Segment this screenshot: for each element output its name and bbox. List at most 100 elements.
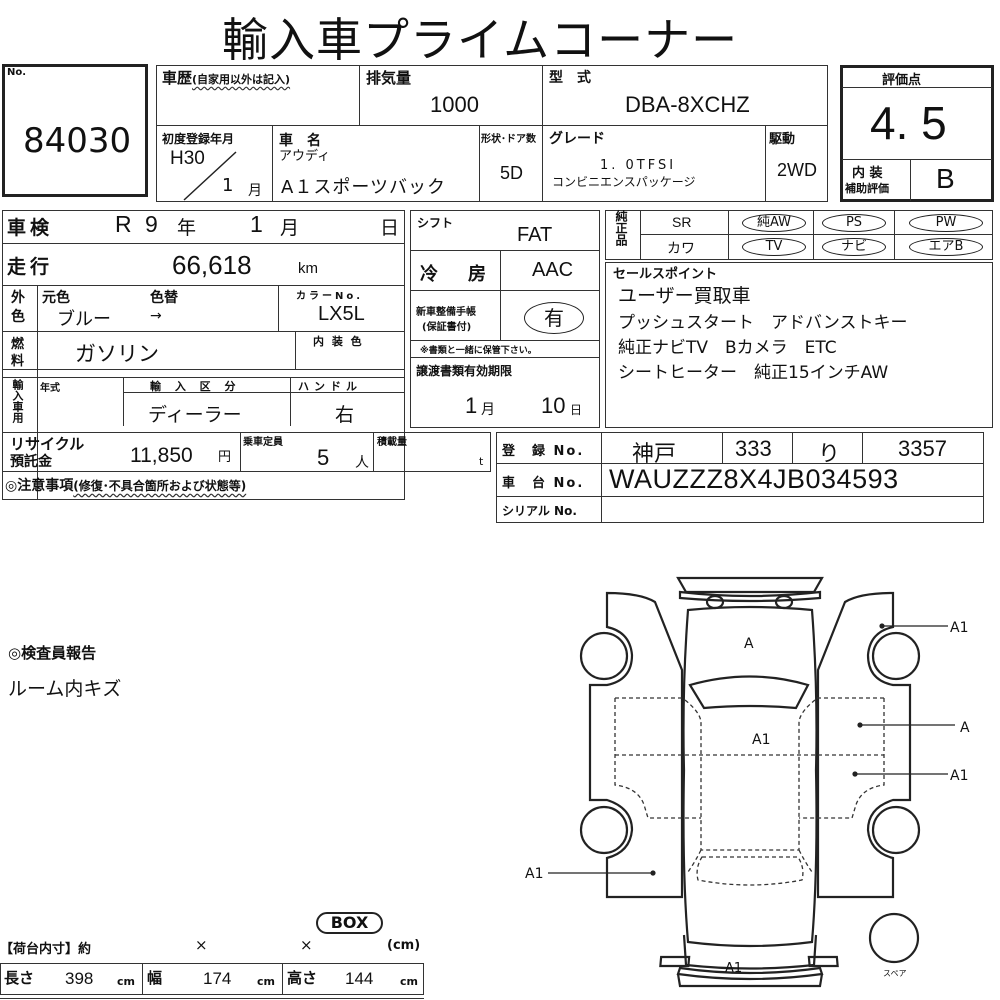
notes-label: ◎注意事項(修復･不具合箇所および状態等) xyxy=(5,478,247,494)
registration-region: 神戸 xyxy=(632,442,677,467)
car-name-label: 車 名 xyxy=(279,133,321,149)
inspection-month-unit: 月 xyxy=(280,217,300,239)
load-label: 積載量 xyxy=(377,437,407,448)
month-unit: 月 xyxy=(248,183,262,199)
sales-point-line: ユーザー買取車 xyxy=(618,285,751,307)
interior-color-label: 内 装 色 xyxy=(313,335,364,348)
recycle-unit: 円 xyxy=(218,450,232,465)
transfer-deadline-label: 譲渡書類有効期限 xyxy=(416,364,513,378)
capacity-label: 乗車定員 xyxy=(243,437,283,448)
body-doors-value: 5D xyxy=(500,163,524,183)
shift-label: シフト xyxy=(417,216,454,230)
registration-block xyxy=(496,432,984,523)
car-model: A１スポーツバック xyxy=(281,177,446,198)
car-maker: アウディ xyxy=(279,149,331,164)
import-label: 輸入車用 xyxy=(11,379,24,423)
original-color-label: 元色 xyxy=(42,290,70,306)
inspection-day-unit: 日 xyxy=(380,217,400,239)
registration-number: 3357 xyxy=(898,436,947,461)
rating-score: 4. 5 xyxy=(870,97,947,149)
first-registration-month: 1 xyxy=(222,175,234,196)
damage-mark-left-rear-quarter: A1 xyxy=(525,866,543,882)
grade-label: グレード xyxy=(549,131,605,147)
recycle-label-1: リサイクル xyxy=(10,435,85,453)
model-year-label: 年式 xyxy=(40,383,60,394)
rating-box xyxy=(840,65,994,202)
lot-number-label: No. xyxy=(7,67,27,78)
fuel-value: ガソリン xyxy=(75,342,159,366)
damage-mark-hood: A xyxy=(744,636,754,652)
chassis-label: 車 台 No. xyxy=(502,476,585,491)
inspection-year-unit: 年 xyxy=(177,217,197,239)
chassis-number: WAUZZZ8X4JB034593 xyxy=(609,464,899,494)
fuel-label-2: 料 xyxy=(11,354,25,369)
cargo-height: 144 xyxy=(345,969,374,988)
cargo-times-1: × xyxy=(195,936,208,954)
cargo-dimensions-table xyxy=(0,963,424,995)
inspection-month: 1 xyxy=(250,211,263,237)
option-pw: PW xyxy=(909,214,983,232)
original-color-value: ブルー xyxy=(57,309,111,330)
sales-point-line: シートヒーター 純正15インチAW xyxy=(618,363,889,383)
ac-value: AAC xyxy=(532,259,574,281)
interior-aux-label-2: 補助評価 xyxy=(845,182,889,195)
option-leather: カワ xyxy=(667,241,695,257)
import-type-value: ディーラー xyxy=(148,404,242,426)
cargo-box-marker: BOX xyxy=(316,912,383,934)
lot-number: 84030 xyxy=(23,121,132,161)
displacement-value: 1000 xyxy=(430,92,479,117)
capacity-unit: 人 xyxy=(355,455,369,471)
option-navi: ナビ xyxy=(822,238,886,256)
recycle-label-2: 預託金 xyxy=(10,454,52,470)
capacity-value: 5 xyxy=(317,445,330,470)
inspector-report-text: ルーム内キズ xyxy=(8,678,122,700)
damage-mark-right-rear-door: A1 xyxy=(950,768,968,784)
mileage-unit: km xyxy=(298,260,318,277)
page-title: 輸入車プライムコーナー xyxy=(222,13,739,67)
shift-value: FAT xyxy=(517,224,553,246)
cargo-cm: cm xyxy=(400,975,418,988)
exterior-color-label-1: 外 xyxy=(11,290,25,306)
ac-label: 冷 房 xyxy=(420,264,492,285)
model-code-label: 型 式 xyxy=(549,70,591,86)
sales-points-label: セールスポイント xyxy=(613,267,718,282)
repaint-value: → xyxy=(150,308,162,324)
import-type-label: 輸 入 区 分 xyxy=(150,380,241,393)
interior-aux-value: B xyxy=(936,163,955,194)
service-book-label-2: (保証書付) xyxy=(422,322,472,333)
inspector-report-label: ◎検査員報告 xyxy=(8,644,97,662)
option-tv: TV xyxy=(742,238,806,256)
body-doors-label: 形状･ドア数 xyxy=(481,134,536,145)
drive-value: 2WD xyxy=(777,160,817,180)
transfer-month: 1 xyxy=(465,393,478,418)
first-registration-year: H30 xyxy=(170,148,205,169)
cargo-cm: cm xyxy=(257,975,275,988)
registration-class: 333 xyxy=(735,436,772,461)
damage-mark-roof: A1 xyxy=(752,732,770,748)
cargo-height-label: 高さ xyxy=(287,969,318,987)
cargo-cm: cm xyxy=(117,975,135,988)
mileage-label: 走行 xyxy=(7,256,54,278)
damage-mark-rear-bumper: A1 xyxy=(725,961,742,976)
lot-number-box: No. 84030 xyxy=(2,64,148,197)
grade-line1: 1. 0TFSI xyxy=(600,158,677,173)
history-label: 車歴(自家用以外は記入) xyxy=(162,69,291,87)
repaint-label: 色替 xyxy=(150,290,178,306)
color-code-label: カラーNo. xyxy=(296,291,364,302)
inspection-year: 9 xyxy=(145,211,158,237)
transfer-day-unit: 日 xyxy=(570,403,583,417)
fuel-label-1: 燃 xyxy=(11,337,25,352)
handle-value: 右 xyxy=(335,404,355,426)
genuine-parts-block xyxy=(605,210,993,260)
cargo-label: 【荷台内寸】約 xyxy=(0,942,92,957)
inspection-mileage-block xyxy=(2,210,405,500)
slash-divider xyxy=(183,151,237,201)
shift-ac-block xyxy=(410,210,600,428)
service-book-label-1: 新車整備手帳 xyxy=(416,307,476,318)
option-airbag: エアB xyxy=(909,238,983,256)
sales-points-box: セールスポイント ユーザー買取車 プッシュスタート アドバンストキー 純正ナビT… xyxy=(605,262,993,428)
recycle-value: 11,850 xyxy=(130,444,193,467)
cargo-length-label: 長さ xyxy=(4,969,35,987)
model-code-value: DBA-8XCHZ xyxy=(625,92,750,117)
sales-point-line: 純正ナビTV Bカメラ ETC xyxy=(618,338,837,358)
